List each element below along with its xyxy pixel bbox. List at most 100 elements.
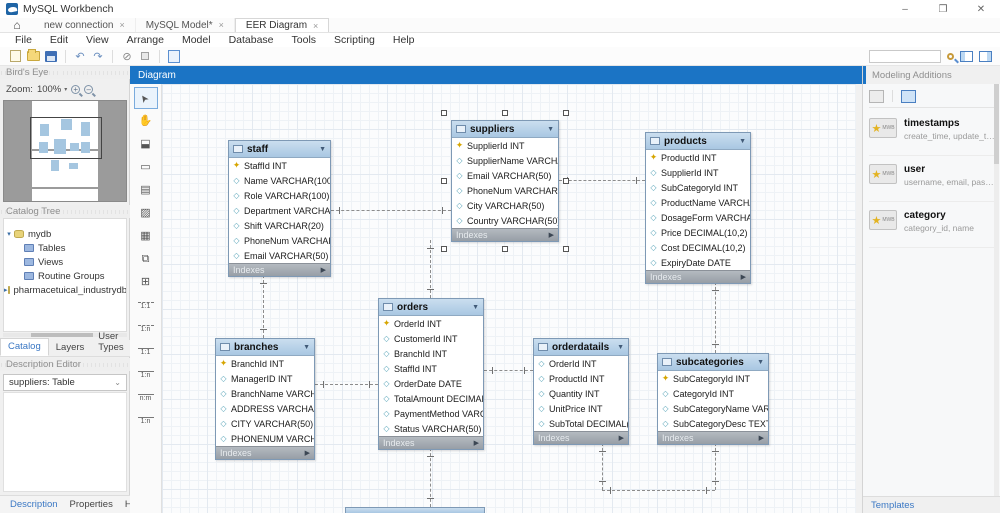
diagram-table-subcategories[interactable]: subcategories▼✦SubCategoryId INT◇Categor… <box>657 353 769 445</box>
table-column-row[interactable]: ◇Shift VARCHAR(20) <box>233 220 324 231</box>
table-column-row[interactable]: ◇PaymentMethod VARCHAR(5... <box>383 408 483 419</box>
menu-model[interactable]: Model <box>181 34 211 46</box>
table-column-row[interactable]: ◇OrderDate DATE <box>383 378 462 389</box>
restore-button[interactable]: ❐ <box>938 3 948 15</box>
tree-node-pharmacetuical_industrydb[interactable]: ▸pharmacetuical_industrydb <box>4 284 127 296</box>
tab-new-connection[interactable]: new connection× <box>34 18 136 32</box>
canvas-scrollbar[interactable] <box>856 84 862 513</box>
menu-scripting[interactable]: Scripting <box>334 34 375 46</box>
collapse-table-icon[interactable]: ▼ <box>617 343 624 351</box>
home-tab[interactable]: ⌂ <box>13 18 21 32</box>
right-sidebar-scrollbar[interactable] <box>994 84 999 496</box>
table-column-row[interactable]: ◇SupplierName VARCHAR(10... <box>456 155 558 166</box>
redo-icon[interactable]: ↷ <box>93 50 103 63</box>
table-column-row[interactable]: ◇Status VARCHAR(50) <box>383 423 482 434</box>
table-column-row[interactable]: ✦ProductId INT <box>649 152 717 163</box>
table-column-row[interactable]: ◇Cost DECIMAL(10,2) <box>650 242 746 253</box>
description-text-area[interactable] <box>3 392 127 492</box>
selection-handle[interactable] <box>563 178 569 184</box>
close-tab-icon[interactable]: × <box>218 20 224 30</box>
menu-tools[interactable]: Tools <box>291 34 317 46</box>
table-column-row[interactable]: ✦SubCategoryId INT <box>661 373 751 384</box>
table-column-row[interactable]: ◇Price DECIMAL(10,2) <box>650 227 748 238</box>
new-addition-icon[interactable] <box>901 89 916 103</box>
tool-rel-1:n-1[interactable]: 1:n <box>134 317 158 339</box>
indexes-footer[interactable]: Indexes▶ <box>646 270 750 283</box>
collapse-table-icon[interactable]: ▼ <box>303 343 310 351</box>
tool-rel-1:1-0[interactable]: 1:1 <box>134 294 158 316</box>
tab-catalog[interactable]: Catalog <box>0 338 49 356</box>
edit-addition-icon[interactable] <box>869 89 884 103</box>
tool-rel-n:m-4[interactable]: n:m <box>134 386 158 408</box>
new-model-icon[interactable] <box>6 49 24 64</box>
tool-routine-group[interactable]: ⊞ <box>140 276 151 288</box>
table-column-row[interactable]: ◇SubTotal DECIMAL(10,... <box>538 418 628 429</box>
bottom-tab-h[interactable]: H <box>119 499 130 510</box>
diagram-table-partial[interactable] <box>345 507 485 513</box>
table-column-row[interactable]: ◇UnitPrice INT <box>538 403 603 414</box>
diagram-table-orderdatails[interactable]: orderdatails▼◇OrderId INT◇ProductId INT◇… <box>533 338 629 445</box>
tool-eraser[interactable]: ⬓ <box>140 138 151 150</box>
tree-node-mydb[interactable]: ▾mydb <box>7 228 52 240</box>
catalog-tree-scrollbar[interactable] <box>3 333 127 337</box>
zoom-level-dropdown[interactable]: 100% ▾ <box>37 84 67 95</box>
grid-toggle-icon[interactable] <box>136 49 154 64</box>
selection-handle[interactable] <box>502 246 508 252</box>
selection-handle[interactable] <box>441 246 447 252</box>
tree-node-routine-groups[interactable]: Routine Groups <box>4 269 126 283</box>
toggle-left-panel-icon[interactable] <box>960 50 973 62</box>
selection-handle[interactable] <box>441 178 447 184</box>
menu-edit[interactable]: Edit <box>49 34 69 46</box>
tab-user-types[interactable]: User Types <box>98 331 124 353</box>
indexes-footer[interactable]: Indexes▶ <box>379 436 483 449</box>
indexes-footer[interactable]: Indexes▶ <box>452 228 558 241</box>
close-button[interactable]: ✕ <box>976 3 986 15</box>
table-column-row[interactable]: ◇ExpiryDate DATE <box>650 257 731 268</box>
table-column-row[interactable]: ◇ProductId INT <box>538 373 605 384</box>
collapse-table-icon[interactable]: ▼ <box>757 358 764 366</box>
table-column-row[interactable]: ✦BranchId INT <box>219 358 285 369</box>
table-column-row[interactable]: ◇SubCategoryDesc TEXT <box>662 418 768 429</box>
table-column-row[interactable]: ◇Quantity INT <box>538 388 600 399</box>
table-column-row[interactable]: ◇ManagerID INT <box>220 373 293 384</box>
menu-view[interactable]: View <box>86 34 109 46</box>
diagram-table-branches[interactable]: branches▼✦BranchId INT◇ManagerID INT◇Bra… <box>215 338 315 460</box>
table-column-row[interactable]: ◇ADDRESS VARCHAR(100) <box>220 403 314 414</box>
table-column-row[interactable]: ◇PhoneNum VARCHAR(15) <box>456 185 558 196</box>
table-column-row[interactable]: ◇Name VARCHAR(100) <box>233 175 330 186</box>
menu-database[interactable]: Database <box>228 34 274 46</box>
table-column-row[interactable]: ◇BranchId INT <box>383 348 448 359</box>
zoom-in-icon[interactable]: + <box>71 85 81 94</box>
birds-eye-viewport[interactable] <box>30 117 102 159</box>
table-column-row[interactable]: ◇SubCategoryId INT <box>650 182 739 193</box>
table-column-row[interactable]: ◇Email VARCHAR(50) <box>233 250 329 261</box>
table-column-row[interactable]: ◇Department VARCHAR(10... <box>233 205 330 216</box>
open-model-icon[interactable] <box>24 49 42 64</box>
table-column-row[interactable]: ✦StaffId INT <box>232 160 287 171</box>
diagram-table-staff[interactable]: staff▼✦StaffId INT◇Name VARCHAR(100)◇Rol… <box>228 140 331 277</box>
minimize-button[interactable]: – <box>902 3 908 15</box>
menu-file[interactable]: File <box>15 34 32 46</box>
selection-handle[interactable] <box>563 246 569 252</box>
table-column-row[interactable]: ◇BranchName VARCHAR(50) <box>220 388 314 399</box>
tool-note[interactable]: ▤ <box>140 184 151 196</box>
tool-rel-1:1-2[interactable]: 1:1 <box>134 340 158 362</box>
indexes-footer[interactable]: Indexes▶ <box>229 263 330 276</box>
tab-mysql-model-[interactable]: MySQL Model*× <box>136 18 235 32</box>
save-model-icon[interactable] <box>42 49 60 64</box>
tool-table[interactable]: ▦ <box>140 230 151 242</box>
bottom-tab-description[interactable]: Description <box>10 499 58 510</box>
undo-icon[interactable]: ↶ <box>75 50 85 63</box>
object-selector-dropdown[interactable]: suppliers: Table ⌄ <box>3 374 127 391</box>
table-column-row[interactable]: ◇SupplierId INT <box>650 167 719 178</box>
toggle-right-panel-icon[interactable] <box>979 50 992 62</box>
tree-node-views[interactable]: Views <box>4 255 126 269</box>
tool-hand[interactable]: ✋ <box>138 115 153 127</box>
table-column-row[interactable]: ◇CategoryId INT <box>662 388 735 399</box>
table-column-row[interactable]: ◇ProductName VARCHAR(10... <box>650 197 750 208</box>
tool-rel-1:n-5[interactable]: 1:n <box>134 409 158 431</box>
indexes-footer[interactable]: Indexes▶ <box>216 446 314 459</box>
close-tab-icon[interactable]: × <box>119 20 125 30</box>
tool-view[interactable]: ⧉ <box>141 253 150 265</box>
